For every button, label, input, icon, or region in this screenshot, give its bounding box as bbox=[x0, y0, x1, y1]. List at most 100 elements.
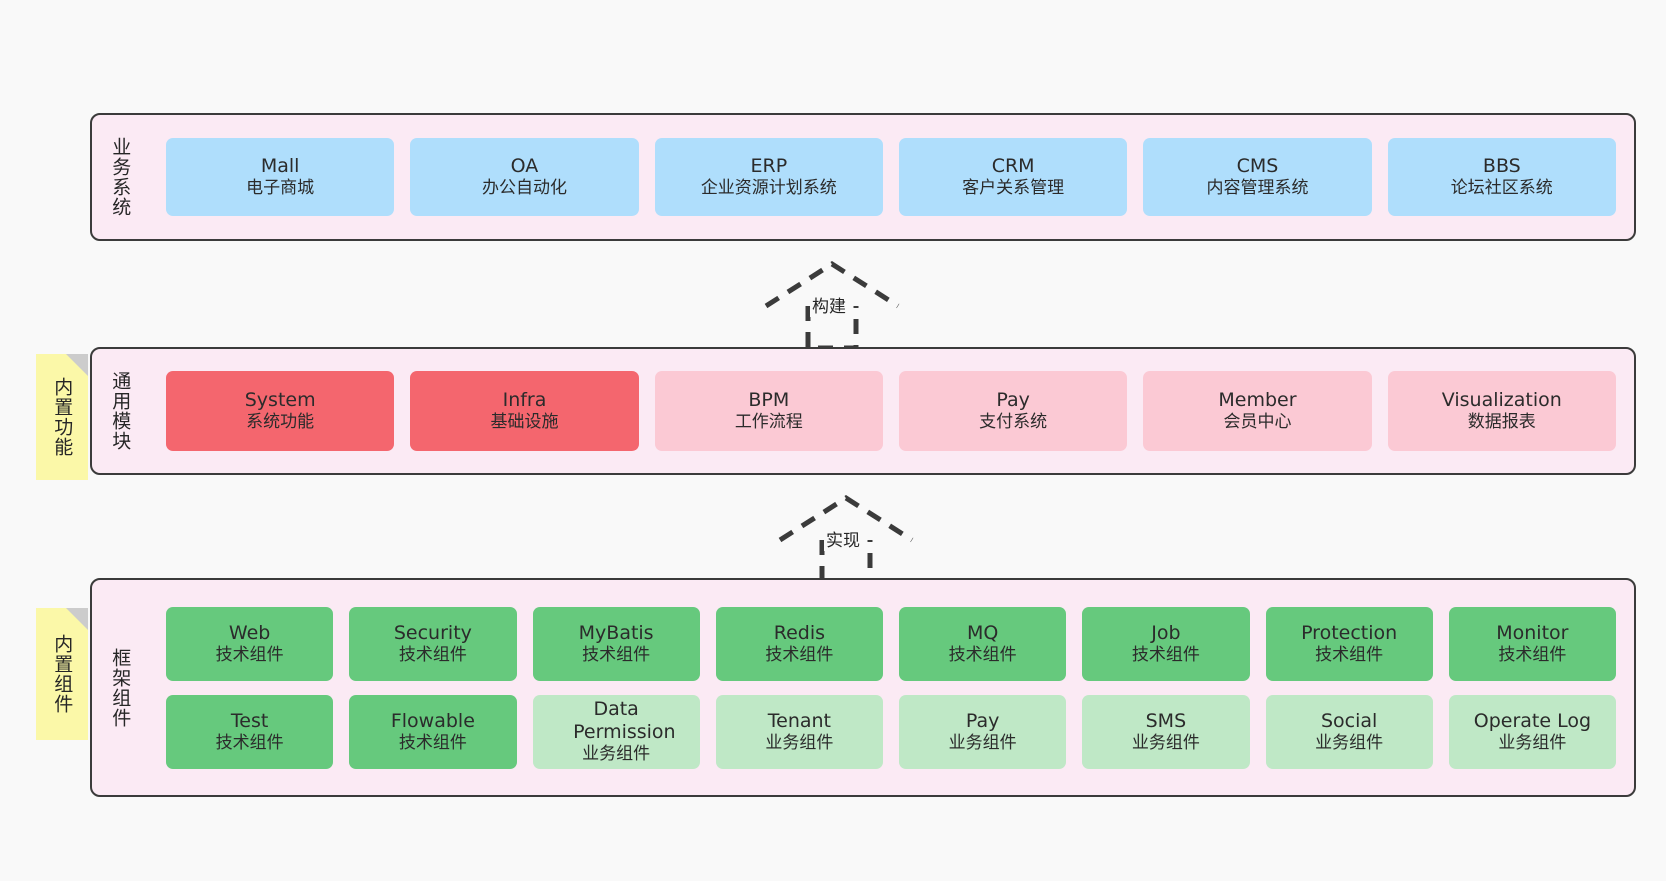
card-desc: 客户关系管理 bbox=[962, 178, 1065, 199]
card-system[interactable]: System 系统功能 bbox=[166, 371, 395, 451]
card-title: ERP bbox=[750, 155, 788, 178]
layer-common-module-title: 通用模块 bbox=[109, 371, 132, 451]
card-desc: 技术组件 bbox=[215, 732, 284, 753]
card-desc: 技术组件 bbox=[398, 732, 467, 753]
card-title: Social bbox=[1320, 709, 1378, 732]
card-desc: 业务组件 bbox=[1131, 732, 1200, 753]
card-desc: 电子商城 bbox=[246, 178, 315, 199]
card-title: Infra bbox=[502, 389, 547, 412]
card-oa[interactable]: OA 办公自动化 bbox=[410, 138, 639, 216]
card-title: Pay bbox=[965, 709, 1000, 732]
card-bpm[interactable]: BPM 工作流程 bbox=[654, 371, 883, 451]
card-desc: 基础设施 bbox=[490, 412, 559, 433]
card-desc: 技术组件 bbox=[398, 644, 467, 665]
card-desc: 系统功能 bbox=[246, 412, 315, 433]
connector-build: 构建 bbox=[758, 258, 908, 351]
card-pay-business[interactable]: Pay 业务组件 bbox=[899, 694, 1067, 769]
card-desc: 企业资源计划系统 bbox=[700, 178, 837, 199]
layer-framework-component: 框架组件 Web 技术组件 Security 技术组件 MyBatis 技术组件… bbox=[90, 578, 1636, 797]
card-desc: 技术组件 bbox=[948, 644, 1017, 665]
card-title: Tenant bbox=[767, 709, 831, 732]
card-title: BPM bbox=[748, 389, 790, 412]
card-desc: 内容管理系统 bbox=[1206, 178, 1309, 199]
card-title: BBS bbox=[1482, 155, 1521, 178]
card-title: Flowable bbox=[390, 709, 475, 732]
card-crm[interactable]: CRM 客户关系管理 bbox=[898, 138, 1128, 216]
card-desc: 会员中心 bbox=[1223, 412, 1292, 433]
card-desc: 工作流程 bbox=[734, 412, 803, 433]
card-title: System bbox=[244, 389, 316, 412]
card-desc: 支付系统 bbox=[979, 412, 1048, 433]
card-data-permission[interactable]: Data Permission 业务组件 bbox=[532, 694, 700, 769]
card-mall[interactable]: Mall 电子商城 bbox=[166, 138, 395, 216]
card-operate-log[interactable]: Operate Log 业务组件 bbox=[1448, 694, 1616, 769]
note-label: 内置组件 bbox=[51, 634, 74, 714]
implement-arrowhead bbox=[778, 495, 914, 543]
card-title: Redis bbox=[773, 621, 826, 644]
card-desc: 论坛社区系统 bbox=[1450, 178, 1553, 199]
card-desc: 数据报表 bbox=[1467, 412, 1536, 433]
card-title: Protection bbox=[1301, 621, 1398, 644]
card-test[interactable]: Test 技术组件 bbox=[166, 694, 334, 769]
card-desc: 业务组件 bbox=[582, 744, 651, 765]
card-desc: 业务组件 bbox=[765, 732, 834, 753]
card-flowable[interactable]: Flowable 技术组件 bbox=[349, 694, 517, 769]
card-web[interactable]: Web 技术组件 bbox=[166, 606, 334, 681]
card-monitor[interactable]: Monitor 技术组件 bbox=[1448, 606, 1616, 681]
card-desc: 技术组件 bbox=[215, 644, 284, 665]
card-title: Pay bbox=[996, 389, 1030, 412]
card-erp[interactable]: ERP 企业资源计划系统 bbox=[654, 138, 883, 216]
card-title: MyBatis bbox=[578, 621, 654, 644]
card-desc: 业务组件 bbox=[1315, 732, 1384, 753]
card-title: Monitor bbox=[1496, 621, 1569, 644]
card-desc: 技术组件 bbox=[765, 644, 834, 665]
card-protection[interactable]: Protection 技术组件 bbox=[1265, 606, 1433, 681]
card-security[interactable]: Security 技术组件 bbox=[349, 606, 517, 681]
card-pay[interactable]: Pay 支付系统 bbox=[898, 371, 1128, 451]
card-infra[interactable]: Infra 基础设施 bbox=[410, 371, 639, 451]
connector-implement: 实现 bbox=[772, 492, 922, 585]
card-desc: 技术组件 bbox=[1498, 644, 1567, 665]
framework-row-business: Test 技术组件 Flowable 技术组件 Data Permission … bbox=[158, 694, 1624, 769]
layer-common-module: 通用模块 System 系统功能 Infra 基础设施 BPM 工作流程 Pay… bbox=[90, 347, 1636, 475]
build-arrowhead bbox=[764, 261, 900, 309]
card-title: OA bbox=[510, 155, 539, 178]
card-title: CMS bbox=[1236, 155, 1279, 178]
card-title: Data Permission bbox=[573, 697, 676, 744]
note-fold-corner-icon bbox=[66, 354, 88, 376]
card-title: CRM bbox=[991, 155, 1035, 178]
card-member[interactable]: Member 会员中心 bbox=[1143, 371, 1372, 451]
card-tenant[interactable]: Tenant 业务组件 bbox=[715, 694, 883, 769]
connector-build-label: 构建 bbox=[810, 292, 848, 317]
layer-framework-component-rows: Web 技术组件 Security 技术组件 MyBatis 技术组件 Redi… bbox=[148, 580, 1634, 795]
layer-framework-component-title: 框架组件 bbox=[109, 647, 132, 728]
card-bbs[interactable]: BBS 论坛社区系统 bbox=[1387, 138, 1616, 216]
card-desc: 办公自动化 bbox=[481, 178, 567, 199]
layer-common-module-cards: System 系统功能 Infra 基础设施 BPM 工作流程 Pay 支付系统… bbox=[148, 349, 1634, 473]
card-title: SMS bbox=[1145, 709, 1187, 732]
card-mybatis[interactable]: MyBatis 技术组件 bbox=[532, 606, 700, 681]
card-job[interactable]: Job 技术组件 bbox=[1082, 606, 1250, 681]
card-title: Test bbox=[230, 709, 269, 732]
layer-business-system-title: 业务系统 bbox=[109, 137, 132, 217]
card-title: Web bbox=[228, 621, 271, 644]
layer-business-system-cards: Mall 电子商城 OA 办公自动化 ERP 企业资源计划系统 CRM 客户关系… bbox=[148, 115, 1634, 239]
card-title: Operate Log bbox=[1473, 709, 1592, 732]
card-title: Visualization bbox=[1441, 389, 1562, 412]
card-desc: 技术组件 bbox=[1131, 644, 1200, 665]
card-desc: 业务组件 bbox=[1498, 732, 1567, 753]
card-mq[interactable]: MQ 技术组件 bbox=[899, 606, 1067, 681]
note-fold-corner-icon bbox=[66, 608, 88, 630]
card-desc: 技术组件 bbox=[1315, 644, 1384, 665]
card-redis[interactable]: Redis 技术组件 bbox=[715, 606, 883, 681]
card-sms[interactable]: SMS 业务组件 bbox=[1082, 694, 1250, 769]
card-title: MQ bbox=[966, 621, 999, 644]
card-social[interactable]: Social 业务组件 bbox=[1265, 694, 1433, 769]
layer-business-system: 业务系统 Mall 电子商城 OA 办公自动化 ERP 企业资源计划系统 CRM… bbox=[90, 113, 1636, 241]
card-cms[interactable]: CMS 内容管理系统 bbox=[1143, 138, 1372, 216]
card-title: Member bbox=[1218, 389, 1297, 412]
note-builtin-component: 内置组件 bbox=[36, 608, 88, 740]
card-visualization[interactable]: Visualization 数据报表 bbox=[1387, 371, 1616, 451]
card-title: Mall bbox=[260, 155, 300, 178]
